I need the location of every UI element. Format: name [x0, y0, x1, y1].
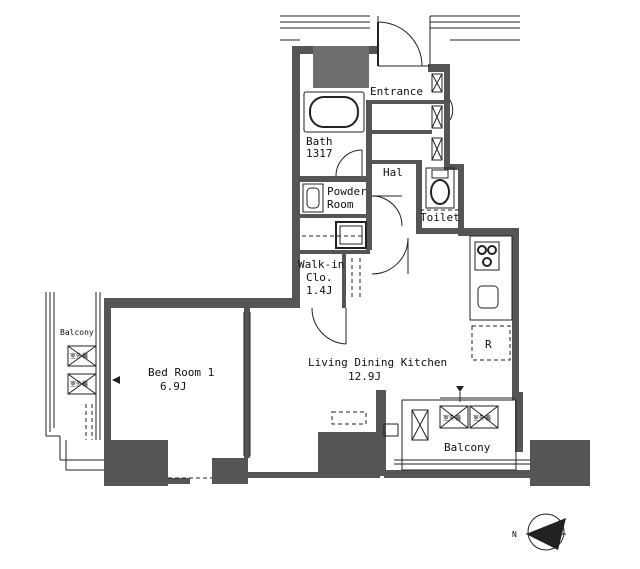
ac-unit-label-1: 室外機	[70, 352, 88, 360]
powder-room-fixtures	[302, 183, 324, 213]
bedroom-sliding-door	[168, 312, 251, 479]
label-bedroom-name: Bed Room 1	[148, 366, 214, 379]
label-entrance: Entrance	[370, 85, 423, 98]
main-balcony	[383, 386, 530, 471]
label-balcony-side: Balcony	[60, 328, 94, 337]
closet-fittings	[302, 235, 364, 300]
label-bath-name: Bath	[306, 135, 333, 148]
interior-walls	[244, 100, 464, 458]
entrance-door	[377, 21, 430, 67]
label-walkin-1: Walk-in	[298, 258, 344, 271]
ac-unit-label-4: 室外機	[473, 414, 491, 422]
shoe-cabinets	[431, 73, 454, 161]
hall-door-arc-1	[371, 195, 403, 227]
label-ldk-size: 12.9J	[348, 370, 381, 383]
bathtub	[303, 91, 365, 133]
hall-door-arc-2	[371, 237, 409, 275]
toilet-fixture	[420, 167, 460, 211]
label-ldk-name: Living Dining Kitchen	[308, 356, 447, 369]
label-walkin-2: Clo.	[306, 271, 333, 284]
washing-machine-pan	[335, 221, 367, 249]
label-powder-2: Room	[327, 198, 354, 211]
label-balcony-main: Balcony	[444, 441, 491, 454]
side-balcony	[45, 292, 120, 471]
outer-walls	[104, 46, 590, 486]
label-bath-size: 1317	[306, 147, 333, 160]
label-hall: Hal	[383, 166, 403, 179]
ac-unit-label-3: 室外機	[443, 414, 461, 422]
compass: N	[512, 513, 566, 551]
label-walkin-size: 1.4J	[306, 284, 333, 297]
label-bedroom-size: 6.9J	[160, 380, 187, 393]
corridor-lines	[280, 15, 520, 66]
label-toilet: Toilet	[420, 211, 460, 224]
label-powder-1: Powder	[327, 185, 367, 198]
ldk-door-arc	[311, 307, 347, 345]
compass-north-label: N	[512, 530, 517, 539]
floor-register	[331, 411, 367, 425]
bath-door-arc	[335, 149, 363, 177]
kitchen-counter	[469, 235, 513, 361]
refrigerator-mark: R	[485, 338, 492, 351]
ac-unit-label-2: 室外機	[70, 380, 88, 388]
